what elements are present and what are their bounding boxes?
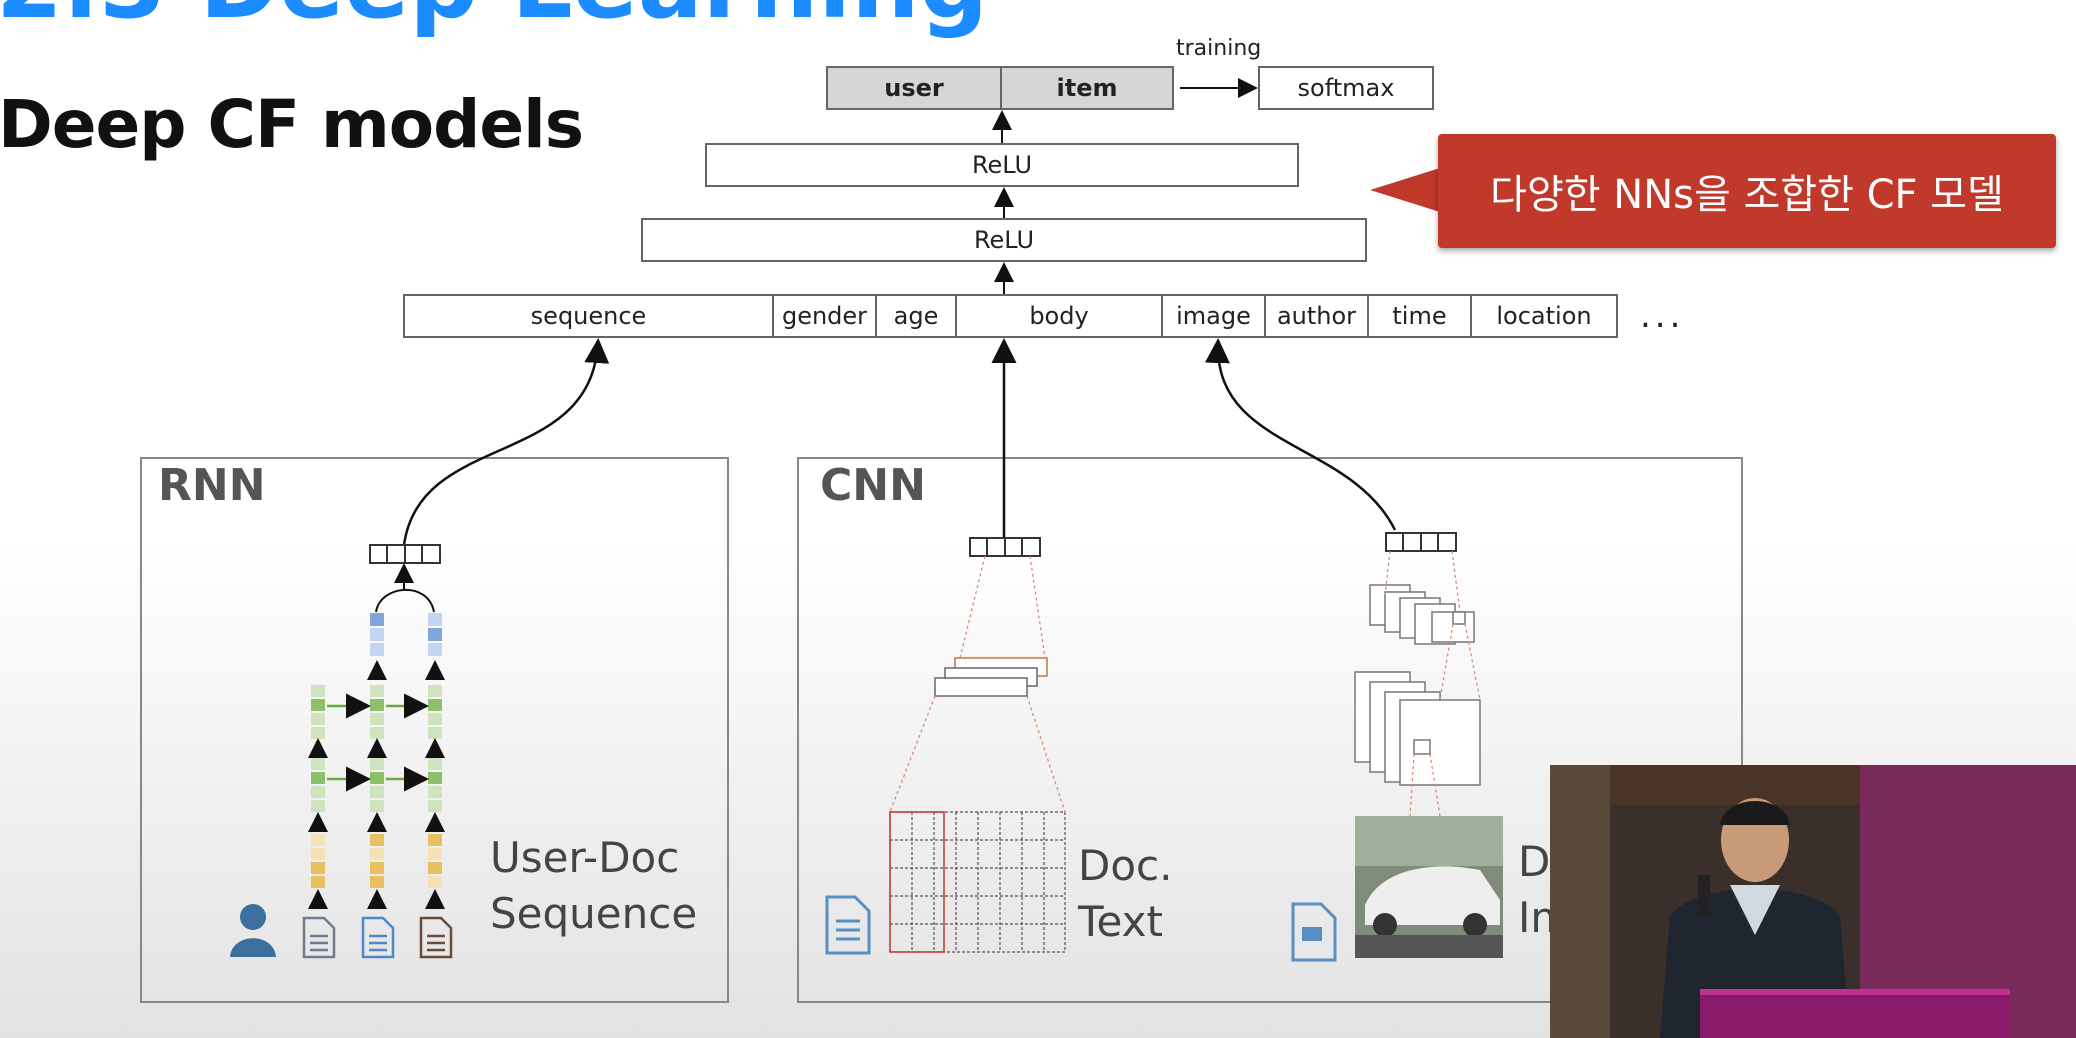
relu-layer-top: ReLU [705,143,1299,187]
output-item-cell: item [1000,66,1174,110]
feature-gender: gender [774,294,877,338]
output-user-cell: user [826,66,1002,110]
rnn-output-vector [369,544,441,564]
doc-text-icon [825,895,871,955]
rnn-label: RNN [158,460,266,511]
softmax-box: softmax [1258,66,1434,110]
rnn-caption-line1: User-Doc [490,833,680,882]
feature-age: age [877,294,957,338]
section-title: 2.3 Deep Learning [0,0,988,32]
cnn-text-projection [889,555,1066,813]
car-image [1355,816,1503,958]
rnn-input-embeddings [308,834,445,909]
relu-layer-bottom: ReLU [641,218,1367,262]
cnn-image-output-vector [1385,532,1457,552]
conv-window-highlight [889,811,945,953]
cnn-image-feature-maps [1369,584,1475,645]
callout-pointer [1370,168,1440,212]
doc-image-caption-line1: D [1518,837,1551,886]
rnn-blue-layer [367,613,445,680]
arrow-cnn-to-image [1204,338,1397,531]
cnn-text-feature-maps [934,657,1048,697]
cnn-panel [797,457,1743,1003]
document-icon-1 [302,916,336,959]
feature-ellipsis: ... [1640,296,1685,336]
doc-text-caption-line1: Doc. [1078,841,1173,890]
arrow-rnn-to-sequence [402,338,610,546]
cnn-label: CNN [820,460,926,511]
rnn-merge-arc [375,588,435,613]
feature-author: author [1266,294,1369,338]
slide-title: Deep CF models [0,86,584,163]
feature-row: sequence gender age body image author ti… [403,294,1618,338]
feature-time: time [1369,294,1472,338]
feature-body: body [957,294,1163,338]
image-doc-icon [1291,902,1337,962]
feature-sequence: sequence [403,294,774,338]
rnn-panel [140,457,729,1003]
cnn-image-conv-maps [1354,671,1481,786]
feature-image: image [1163,294,1266,338]
user-icon [230,904,276,957]
training-label: training [1176,36,1262,61]
rnn-green-layers [308,685,445,832]
cnn-image-projection [1384,550,1481,817]
doc-text-matrix [889,811,1066,953]
rnn-caption-line2: Sequence [490,889,698,938]
presenter-video-frame [1550,765,2076,1038]
feature-location: location [1472,294,1618,338]
doc-text-caption-line2: Text [1078,897,1163,946]
document-icon-3 [419,916,453,959]
callout-box: 다양한 NNs을 조합한 CF 모델 [1438,134,2056,248]
document-icon-2 [361,916,395,959]
cnn-text-output-vector [969,537,1041,557]
presenter-video-overlay [1550,765,2076,1038]
